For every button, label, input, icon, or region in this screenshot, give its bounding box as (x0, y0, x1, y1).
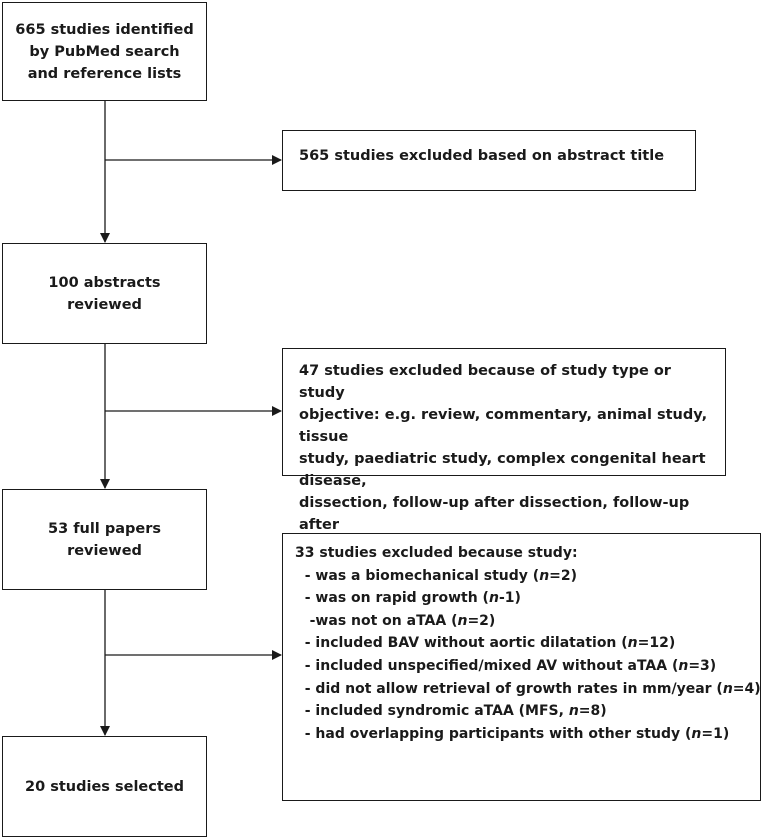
abstracts-box: 100 abstracts reviewed (2, 243, 207, 344)
full-papers-line2: reviewed (67, 542, 142, 559)
exclusion-reasons-list: - was a biomechanical study (n=2) - was … (295, 565, 761, 746)
exclusion-reason-n-symbol: n (627, 635, 638, 652)
identified-line3: and reference lists (27, 65, 182, 82)
exclusion-reason-text: - included unspecified/mixed AV without … (295, 657, 679, 674)
full-papers-box: 53 full papers reviewed (2, 489, 207, 590)
exclusion-reason-n-symbol: n (568, 703, 579, 720)
title-excluded-text: 565 studies excluded based on abstract t… (299, 148, 665, 164)
exclusion-reason-n-symbol: n (678, 657, 689, 674)
abstracts-line2: reviewed (67, 296, 142, 313)
exclusion-reason-count: =8) (578, 703, 607, 720)
exclusion-reason-text: - included BAV without aortic dilatation… (295, 635, 628, 652)
exclusion-reason-n-symbol: n (722, 680, 733, 697)
exclusion-reason-item: - included syndromic aTAA (MFS, n=8) (295, 700, 746, 723)
full-papers-line1: 53 full papers (47, 520, 161, 537)
exclusion-reason-item: - was a biomechanical study (n=2) (295, 565, 746, 588)
exclusion-reason-count: =2) (467, 612, 496, 629)
exclusion-reason-text: - did not allow retrieval of growth rate… (295, 680, 723, 697)
exclusion-reason-item: -was not on aTAA (n=2) (295, 610, 746, 633)
exclusion-reason-item: - was on rapid growth (n-1) (295, 587, 746, 610)
exclusion-reason-text: -was not on aTAA ( (295, 612, 458, 629)
type-excluded-box: 47 studies excluded because of study typ… (282, 348, 726, 555)
exclusion-reason-item: - did not allow retrieval of growth rate… (295, 678, 761, 701)
type-excluded-line3: study, paediatric study, complex congeni… (299, 451, 706, 489)
type-excluded-line2: objective: e.g. review, commentary, anim… (299, 407, 708, 445)
fulltext-excluded-header: 33 studies excluded because study: (295, 545, 578, 561)
selected-box: 20 studies selected (2, 736, 207, 837)
exclusion-reason-text: - was a biomechanical study ( (295, 567, 540, 584)
exclusion-reason-count: =3) (688, 657, 717, 674)
exclusion-reason-text: - was on rapid growth ( (295, 590, 489, 607)
exclusion-reason-count: =4) (732, 680, 761, 697)
fulltext-excluded-box: 33 studies excluded because study: - was… (282, 533, 761, 801)
exclusion-reason-n-symbol: n (457, 612, 468, 629)
exclusion-reason-count: -1) (498, 590, 521, 607)
identified-line1: 665 studies identified (15, 21, 194, 38)
exclusion-reason-item: - had overlapping participants with othe… (295, 723, 746, 746)
exclusion-reason-count: =12) (637, 635, 676, 652)
exclusion-reason-item: - included BAV without aortic dilatation… (295, 632, 746, 655)
abstracts-line1: 100 abstracts (48, 274, 161, 291)
exclusion-reason-count: =1) (701, 725, 730, 742)
exclusion-reason-count: =2) (549, 567, 578, 584)
title-excluded-box: 565 studies excluded based on abstract t… (282, 130, 696, 191)
identified-box: 665 studies identified by PubMed search … (2, 2, 207, 101)
type-excluded-line1: 47 studies excluded because of study typ… (299, 363, 671, 401)
exclusion-reason-n-symbol: n (488, 590, 499, 607)
exclusion-reason-text: - had overlapping participants with othe… (295, 725, 692, 742)
selected-line1: 20 studies selected (25, 778, 184, 795)
identified-line2: by PubMed search (29, 43, 180, 60)
type-excluded-line4: dissection, follow-up after dissection, … (299, 495, 690, 533)
exclusion-reason-n-symbol: n (691, 725, 702, 742)
exclusion-reason-n-symbol: n (539, 567, 550, 584)
exclusion-reason-text: - included syndromic aTAA (MFS, (295, 703, 569, 720)
exclusion-reason-item: - included unspecified/mixed AV without … (295, 655, 746, 678)
